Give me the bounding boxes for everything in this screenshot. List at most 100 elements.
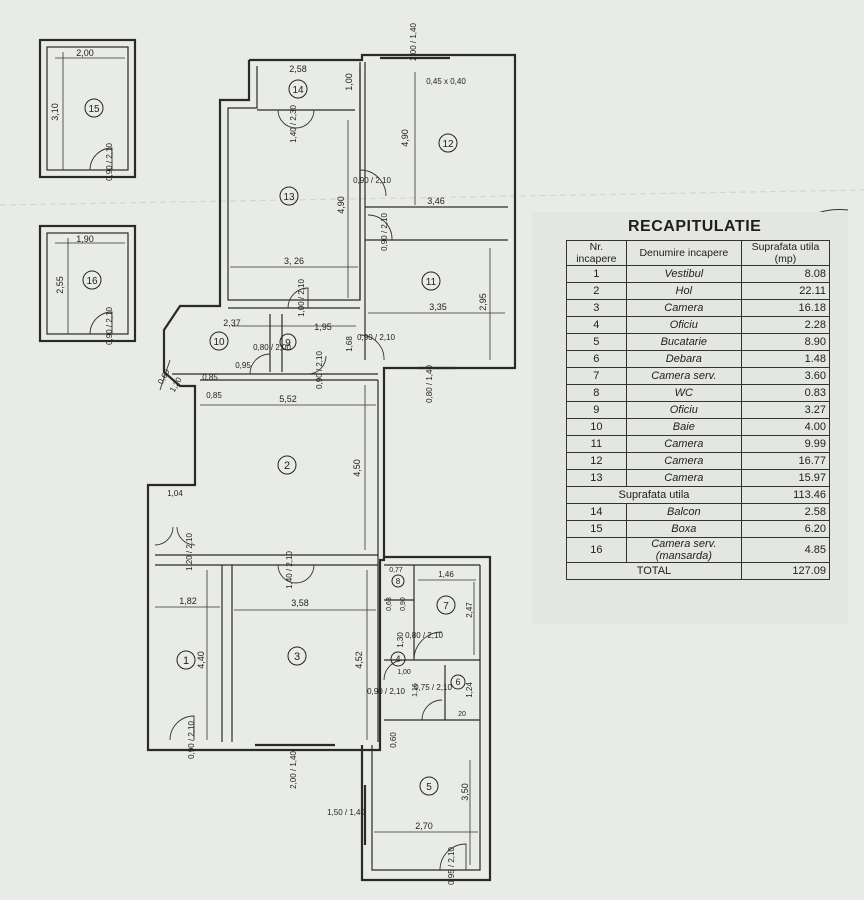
recap-title: RECAPITULATIE [628,218,762,235]
apartment-outline [146,53,517,882]
dim-13-w: 3, 26 [284,256,304,266]
dim-4-w: 1,00 [397,669,411,676]
dim-2-h: 4,50 [352,459,362,477]
cell-nr: 6 [566,350,627,368]
recap-panel: RECAPITULATIE Nr. incapere Denumire inca… [532,212,848,624]
dim-10-door: 0,80 / 2,00 [253,343,291,352]
dim-12-window: 2,00 / 1,40 [409,23,418,61]
cell-name: Bucatarie [625,333,742,351]
dim-16-width: 1,90 [76,234,94,244]
header-name: Denumire incapere [625,240,742,266]
dim-11-door: 0,90 / 2,10 [380,213,389,251]
dim-10-w: 2,37 [223,318,241,328]
dim-3-door: 1,40 / 2,10 [285,551,294,589]
dim-9-door2: 0,90 / 2,10 [357,333,395,342]
dim-8-door: 0,90 [400,597,407,611]
dim-16-height: 2,55 [55,276,65,294]
cell-nr: 13 [566,469,627,487]
dim-1-w: 1,82 [179,596,197,606]
dim-5-door: 0,95 / 2,10 [447,847,456,885]
cell-name: WC [625,384,742,402]
dim-9-h: 1,68 [345,336,354,352]
dim-6-door: 0,75 / 2,10 [414,683,452,692]
room-6-label: 6 [455,677,460,687]
dim-5-a: 0,60 [389,732,398,748]
windows [255,56,455,845]
cell-area: 6.20 [740,520,831,538]
cell-name: Debara [625,350,742,368]
dim-13-h: 4,90 [336,196,346,214]
cell-nr: 15 [566,520,627,538]
dim-4-door: 0,90 / 2,10 [367,687,405,696]
dim-12-h: 4,90 [400,129,410,147]
cell-name: Baie [625,418,742,436]
room-5-label: 5 [426,782,432,793]
dim-4-h: 1,30 [396,632,405,648]
dim-7-h: 2,47 [465,602,474,618]
dim-11-w: 3,35 [429,302,447,312]
dim-8-h: 0,63 [386,597,393,611]
dim-2-window: 0,80 / 1,40 [425,365,434,403]
cell-name: Camera serv. (mansarda) [625,537,742,563]
cell-area: 4.00 [740,418,831,436]
room-14-label: 14 [292,85,304,96]
cell-nr: 2 [566,282,627,300]
cell-name: Camera serv. [625,367,742,385]
dim-14-h: 1,00 [344,73,354,91]
dim-2-a: 0,85 [206,391,222,400]
room-markers [176,79,466,796]
cell-nr: 12 [566,452,627,470]
cell-nr: 10 [566,418,627,436]
dim-12-vent: 0,45 x 0,40 [426,77,466,86]
dim-3-h: 4,52 [354,651,364,669]
cell-area: 9.99 [740,435,831,453]
room-16 [38,224,137,343]
room-7-label: 7 [443,601,449,612]
cell-nr: 4 [566,316,627,334]
dim-5-w: 2,70 [415,821,433,831]
room-10-label: 10 [213,337,225,348]
dim-16-door: 0,90 / 2,10 [105,307,114,345]
dim-8-w: 0,77 [389,567,403,574]
dim-7-w: 1,46 [438,570,454,579]
dim-4-b: 1,16 [412,683,419,697]
cell-nr: 14 [566,503,627,521]
dim-2-w: 5,52 [279,394,297,404]
cell-area: 4.85 [740,537,831,563]
subtotal-area: 113.46 [740,486,831,504]
room-2-label: 2 [284,460,290,472]
subtotal-label: Suprafata utila [566,486,742,504]
dim-15-width: 2,00 [76,48,94,58]
cell-area: 2.58 [740,503,831,521]
dim-14-door: 1,40 / 2,30 [289,105,298,143]
total-label: TOTAL [566,562,742,580]
dim-2-door: 0,90 / 2,10 [315,351,324,389]
header-area: Suprafata utila (mp) [740,240,831,266]
dim-10-a: 0,95 [235,361,251,370]
dim-1-door2: 0,90 / 2,10 [187,721,196,759]
cell-nr: 11 [566,435,627,453]
dim-2-b: 1,04 [167,489,183,498]
cell-name: Camera [625,299,742,317]
cell-nr: 3 [566,299,627,317]
dim-15-height: 3,10 [50,103,60,121]
cell-name: Hol [625,282,742,300]
cell-area: 15.97 [740,469,831,487]
room-16-label: 16 [86,276,98,287]
room-1-label: 1 [183,655,189,667]
cell-name: Camera [625,452,742,470]
room-3-label: 3 [294,651,300,663]
dim-10-b: 0,85 [202,373,218,382]
recap-table: Nr. incapere Denumire incapere Suprafata… [566,240,831,580]
dim-12-door: 0,90 / 2,10 [353,176,391,185]
